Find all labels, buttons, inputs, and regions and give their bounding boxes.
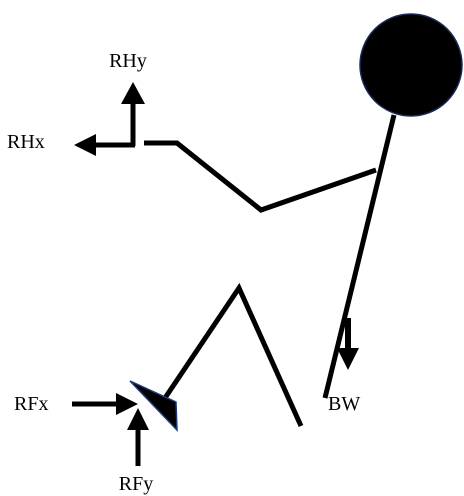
rfy-label: RFy — [119, 473, 153, 495]
rfx-arrow — [72, 393, 138, 415]
leg-segment — [162, 282, 304, 428]
bw-arrow — [337, 318, 359, 370]
head-circle — [359, 13, 463, 117]
foot-shape — [129, 380, 178, 432]
rhx-arrow — [74, 134, 135, 156]
rhy-arrow — [121, 82, 145, 146]
rhy-label: RHy — [109, 50, 147, 72]
rfx-label: RFx — [14, 393, 48, 415]
arm-segment — [144, 140, 377, 213]
rhx-label: RHx — [7, 131, 45, 153]
bw-label: BW — [328, 393, 360, 415]
trunk-segment — [322, 114, 397, 399]
rfy-arrow — [127, 408, 149, 466]
